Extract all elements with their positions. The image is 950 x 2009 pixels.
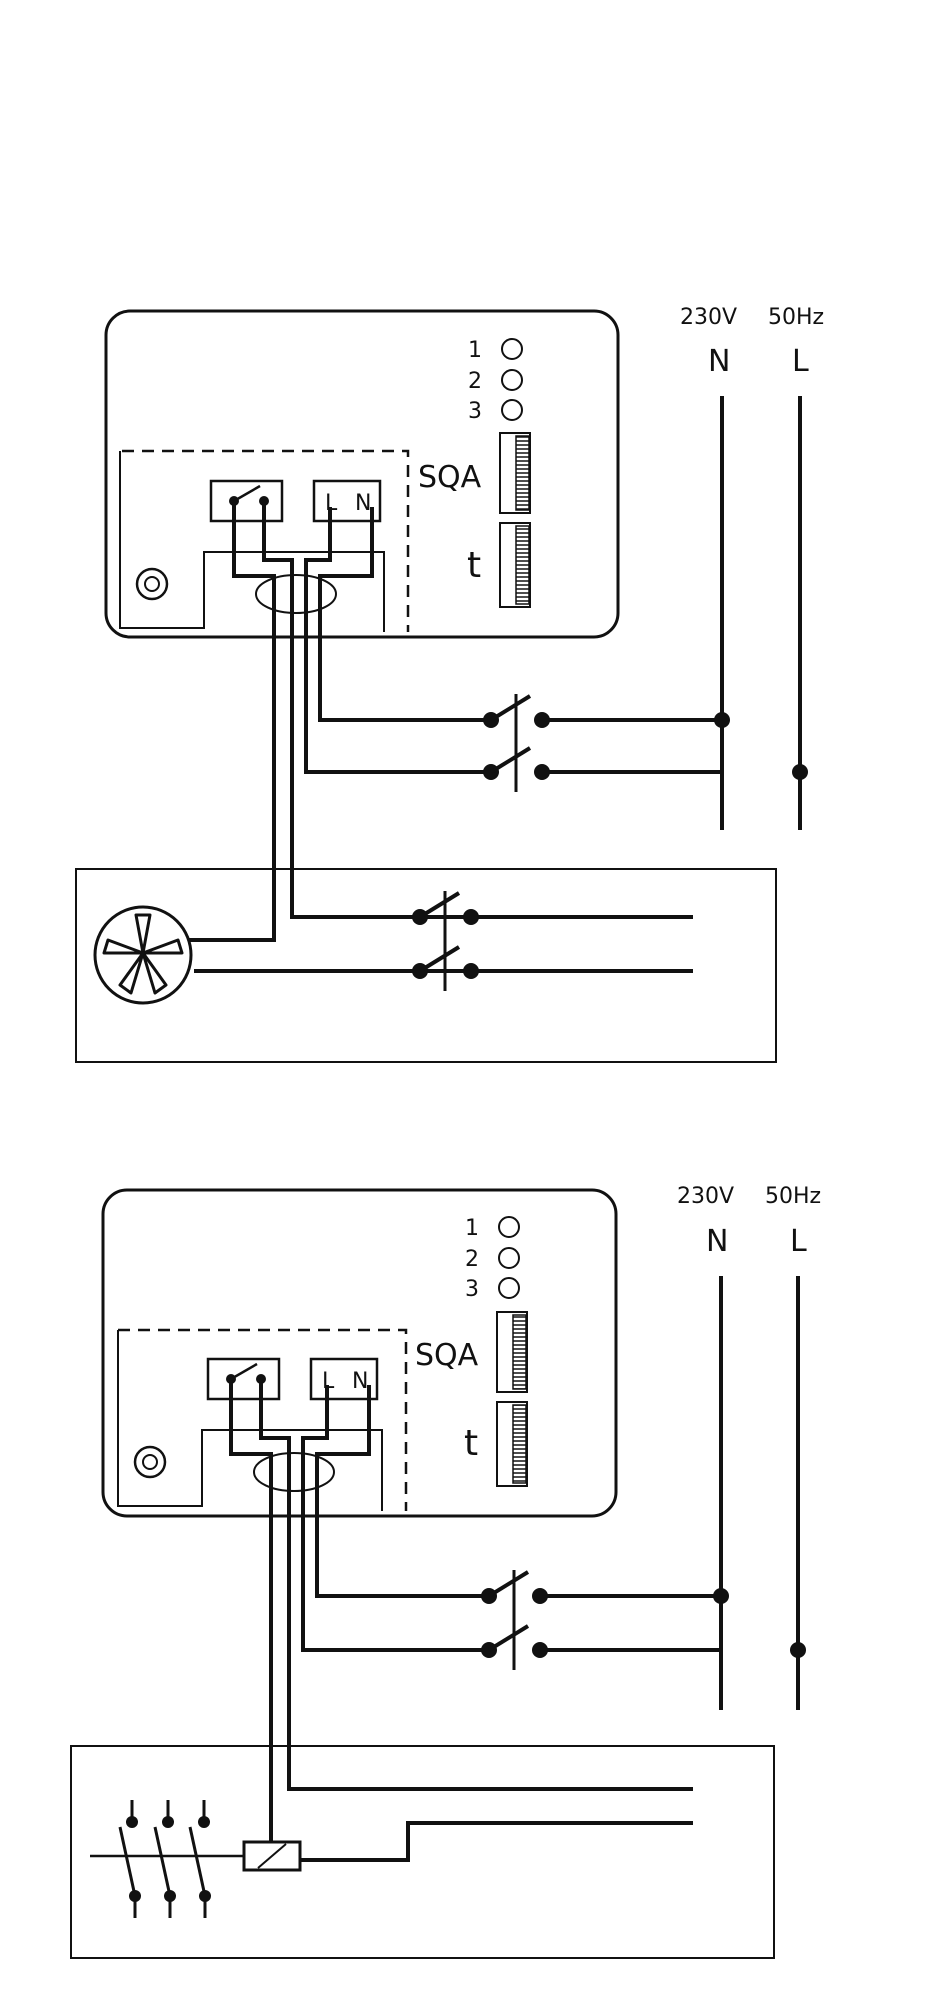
- indicator-2-lamp: [502, 370, 522, 390]
- live-junction: [792, 764, 808, 780]
- fan-wire-1: [185, 920, 274, 940]
- t-knob-ridges: [513, 1405, 526, 1483]
- live-label: L: [790, 1224, 807, 1259]
- sqa-knob-ridges: [513, 1315, 526, 1389]
- t-knob-label: t: [467, 545, 481, 586]
- t-knob-label: t: [464, 1423, 478, 1464]
- adjust-screw-inner: [143, 1455, 157, 1469]
- supply-isolator: [483, 694, 550, 792]
- indicator-3-lamp: [502, 400, 522, 420]
- neutral-junction: [713, 1588, 729, 1604]
- live-junction: [790, 1642, 806, 1658]
- diagram-top-fan: 230V 50Hz N L 1 2 3 SQA t L N: [76, 305, 824, 1062]
- indicator-1-label: 1: [465, 1216, 479, 1241]
- cable-gland: [256, 575, 336, 613]
- neutral-label: N: [708, 344, 730, 379]
- adjust-screw-inner: [145, 577, 159, 591]
- supply-isolator: [481, 1570, 548, 1670]
- controller-housing: [103, 1190, 616, 1516]
- terminal-cover-outline: [118, 1330, 382, 1511]
- indicator-2-lamp: [499, 1248, 519, 1268]
- indicator-1-lamp: [499, 1217, 519, 1237]
- terminal-n-label: N: [355, 491, 371, 516]
- indicator-1-label: 1: [468, 338, 482, 363]
- supply-frequency-label: 50Hz: [768, 305, 824, 330]
- live-label: L: [792, 344, 809, 379]
- indicator-3-lamp: [499, 1278, 519, 1298]
- relay-contact-blade: [234, 486, 260, 501]
- indicator-3-label: 3: [468, 399, 482, 424]
- sqa-knob-label: SQA: [418, 460, 482, 495]
- adjust-screw: [135, 1447, 165, 1477]
- t-knob-ridges: [516, 526, 529, 604]
- relay-contact-blade: [231, 1364, 257, 1379]
- indicator-2-label: 2: [465, 1247, 479, 1272]
- adjust-screw: [137, 569, 167, 599]
- diagram-bottom-contactor: 230V 50Hz N L 1 2 3 SQA t L N: [71, 1184, 821, 1958]
- supply-frequency-label: 50Hz: [765, 1184, 821, 1209]
- indicator-3-label: 3: [465, 1277, 479, 1302]
- sqa-knob-label: SQA: [415, 1338, 479, 1373]
- supply-voltage-label: 230V: [677, 1184, 734, 1209]
- relay-contact-terminal: [211, 481, 282, 521]
- neutral-junction: [714, 712, 730, 728]
- terminal-cover-outline: [120, 451, 384, 632]
- contactor-load-box: [71, 1746, 774, 1958]
- sqa-knob-ridges: [516, 436, 529, 510]
- cable-gland: [254, 1453, 334, 1491]
- indicator-2-label: 2: [468, 369, 482, 394]
- fan-isolator: [412, 891, 479, 991]
- terminal-n-label: N: [352, 1369, 368, 1394]
- relay-contact-terminal: [208, 1359, 279, 1399]
- supply-voltage-label: 230V: [680, 305, 737, 330]
- indicator-1-lamp: [502, 339, 522, 359]
- controller-housing: [106, 311, 618, 637]
- neutral-label: N: [706, 1224, 728, 1259]
